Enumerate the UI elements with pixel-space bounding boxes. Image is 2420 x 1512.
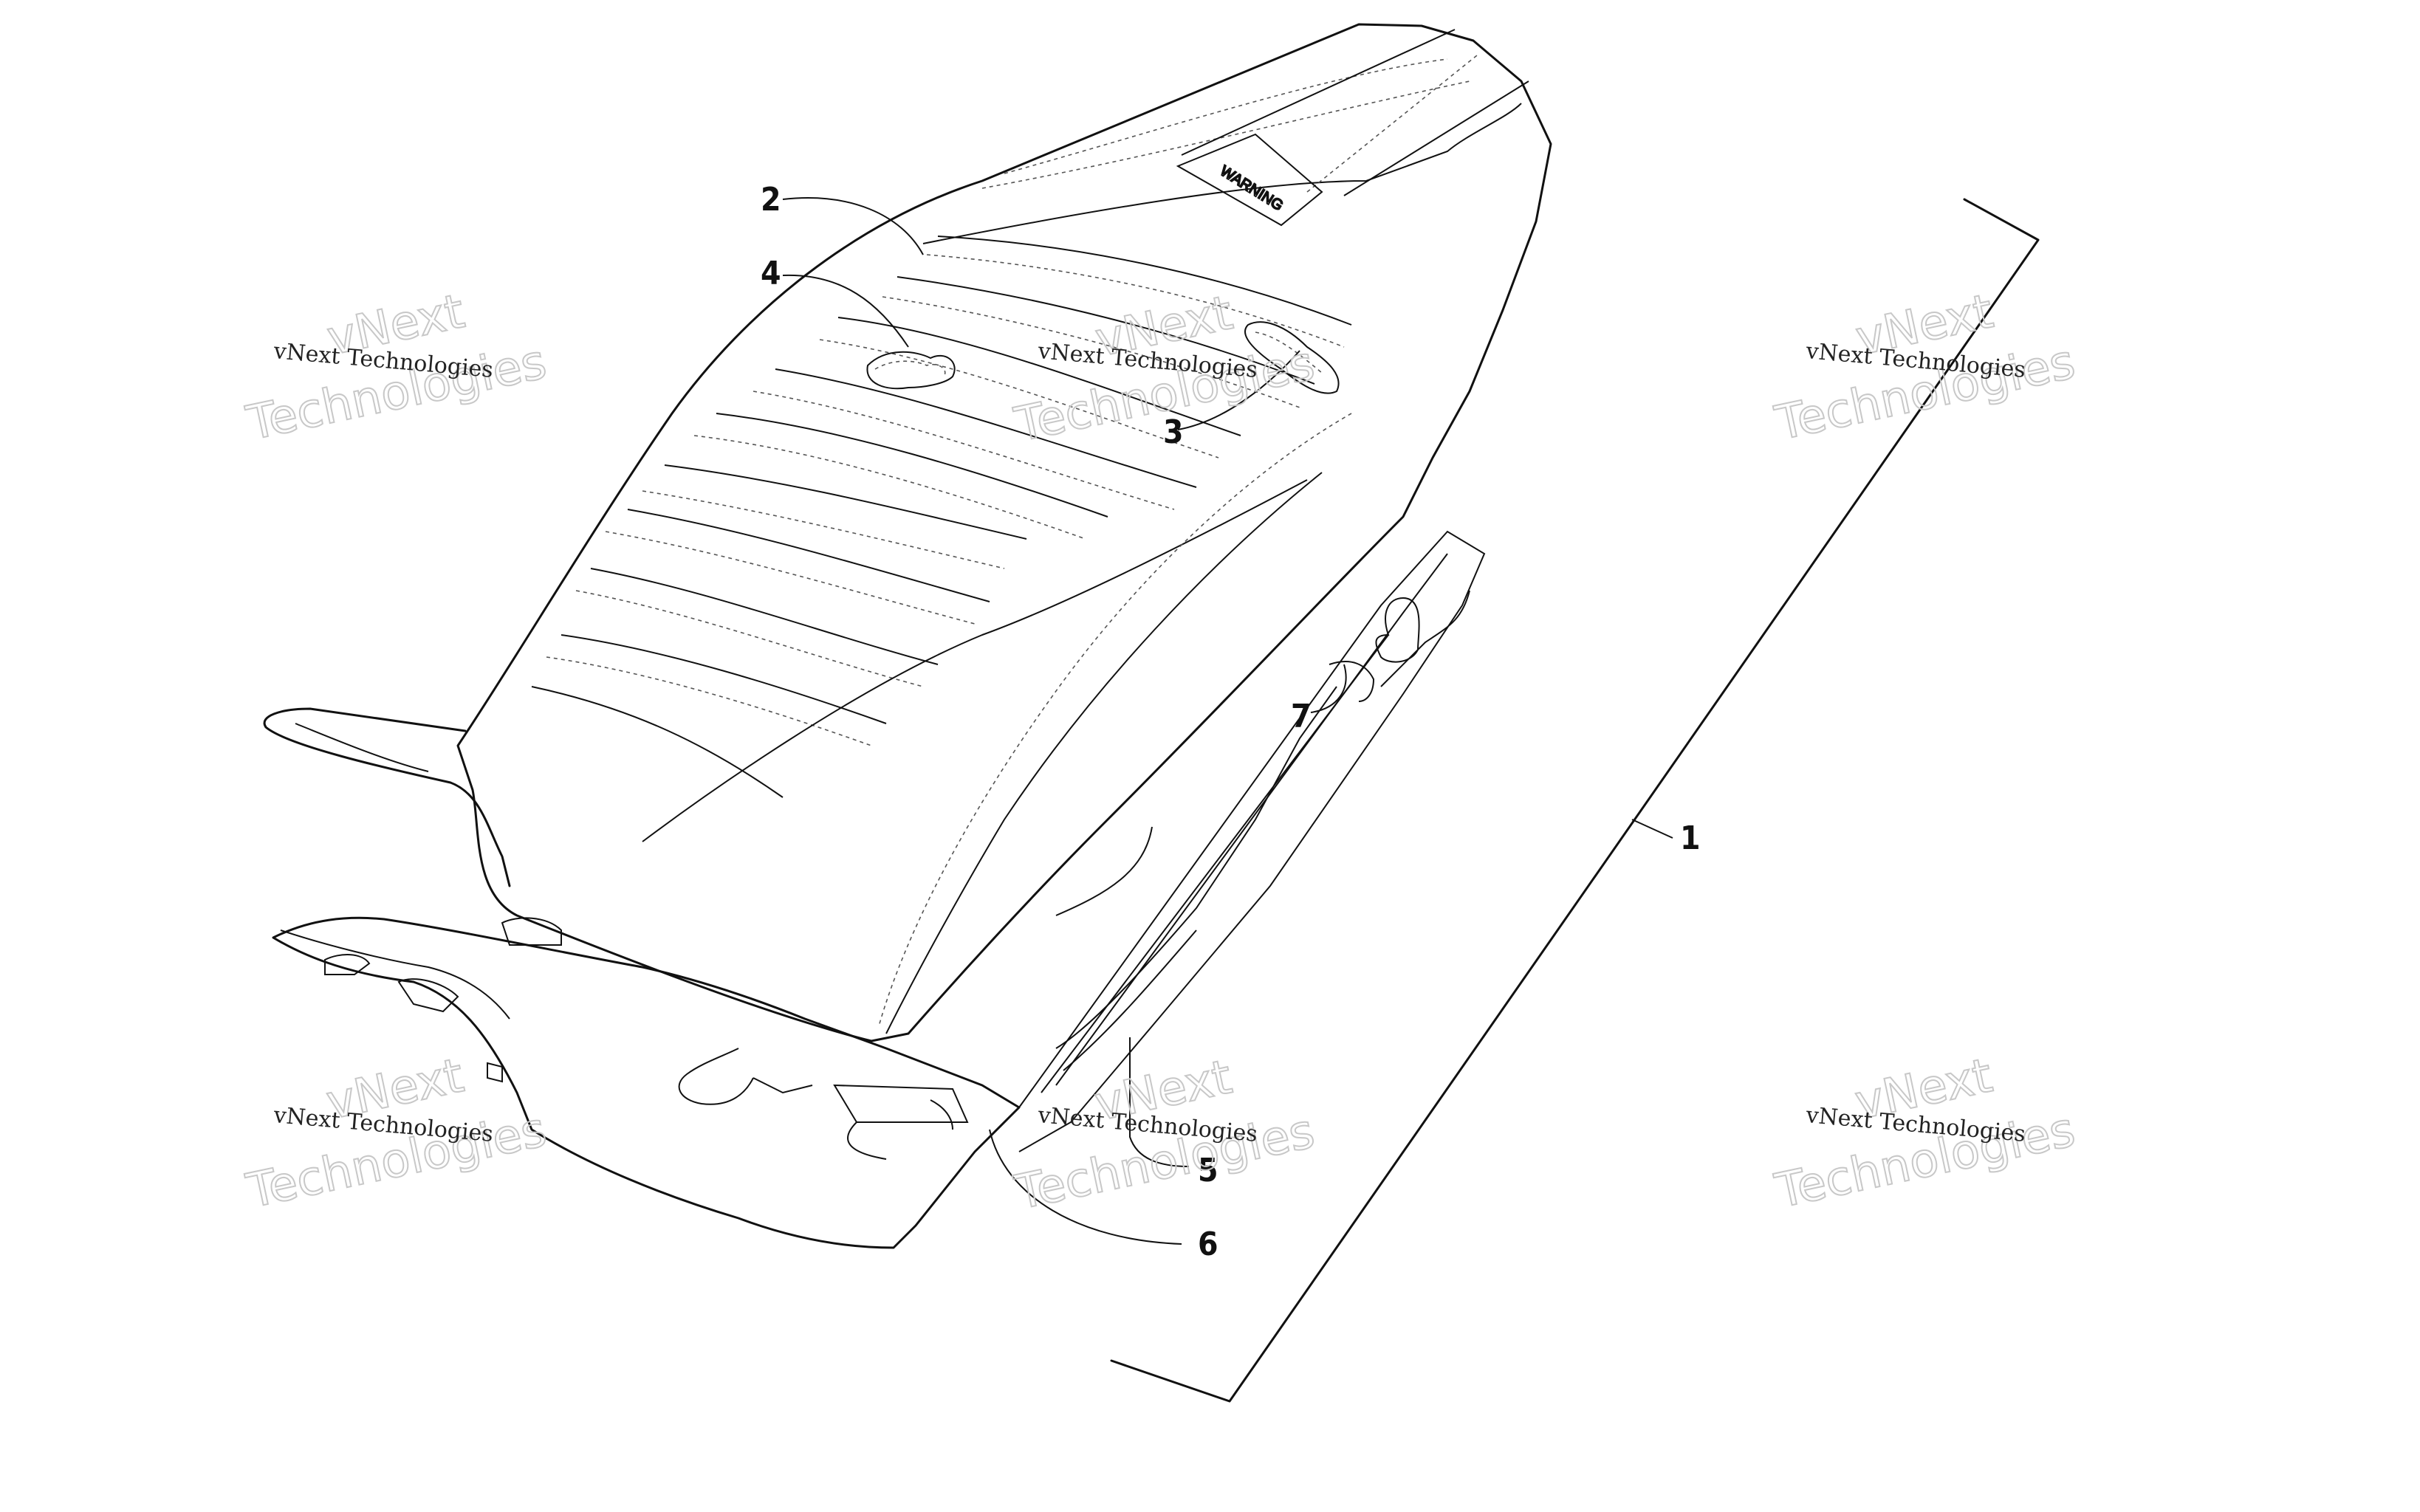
front-tab-inner bbox=[295, 723, 429, 772]
front-tab bbox=[263, 707, 511, 887]
watermarks: vNext Technologies vNext Technologies vN… bbox=[241, 284, 2081, 1222]
callout-5: 5 bbox=[1198, 1152, 1218, 1189]
leader-lines bbox=[782, 197, 1673, 1245]
rear-panel-divider-1 bbox=[1181, 29, 1456, 156]
seat-tag bbox=[1176, 133, 1323, 227]
seat-tag-text: WARNING bbox=[1217, 163, 1286, 214]
rear-bracket bbox=[678, 1048, 754, 1105]
leader-5 bbox=[1129, 1037, 1190, 1167]
leader-2 bbox=[782, 197, 924, 255]
side-panel-seam bbox=[642, 479, 1308, 842]
leader-7 bbox=[1310, 664, 1347, 713]
callout-3: 3 bbox=[1163, 413, 1184, 451]
leader-4 bbox=[782, 274, 909, 348]
leader-3 bbox=[1177, 350, 1300, 430]
rear-panel-divider-2 bbox=[1343, 80, 1529, 196]
seat-cushion-outline bbox=[456, 23, 1552, 1042]
rear-stitch-1 bbox=[1004, 58, 1448, 174]
side-panel-line bbox=[885, 472, 1323, 1034]
hand-hold bbox=[1055, 686, 1337, 1049]
base-side-rail bbox=[1018, 530, 1486, 1152]
callout-7: 7 bbox=[1291, 698, 1312, 735]
callout-2: 2 bbox=[761, 181, 781, 219]
callout-1: 1 bbox=[1680, 819, 1701, 857]
mount-stud bbox=[501, 917, 562, 946]
tail-pocket bbox=[833, 1084, 969, 1123]
seat-pleats bbox=[531, 236, 1352, 798]
seat-base bbox=[272, 916, 1021, 1249]
leader-6 bbox=[989, 1129, 1182, 1245]
side-panel-stitch bbox=[878, 413, 1352, 1027]
leader-1 bbox=[1631, 819, 1673, 839]
latch-patch bbox=[1244, 321, 1340, 394]
hinge bbox=[324, 954, 371, 975]
callout-labels: 1 2 3 4 5 6 7 bbox=[761, 181, 1701, 1263]
grab-slot bbox=[1055, 826, 1153, 916]
callout-6: 6 bbox=[1198, 1226, 1218, 1263]
latch bbox=[1375, 597, 1420, 663]
rear-panel-seam bbox=[922, 103, 1522, 244]
seat-assembly: WARNING bbox=[263, 23, 1552, 1249]
callout-4: 4 bbox=[761, 255, 781, 292]
foam-patch bbox=[866, 351, 956, 390]
